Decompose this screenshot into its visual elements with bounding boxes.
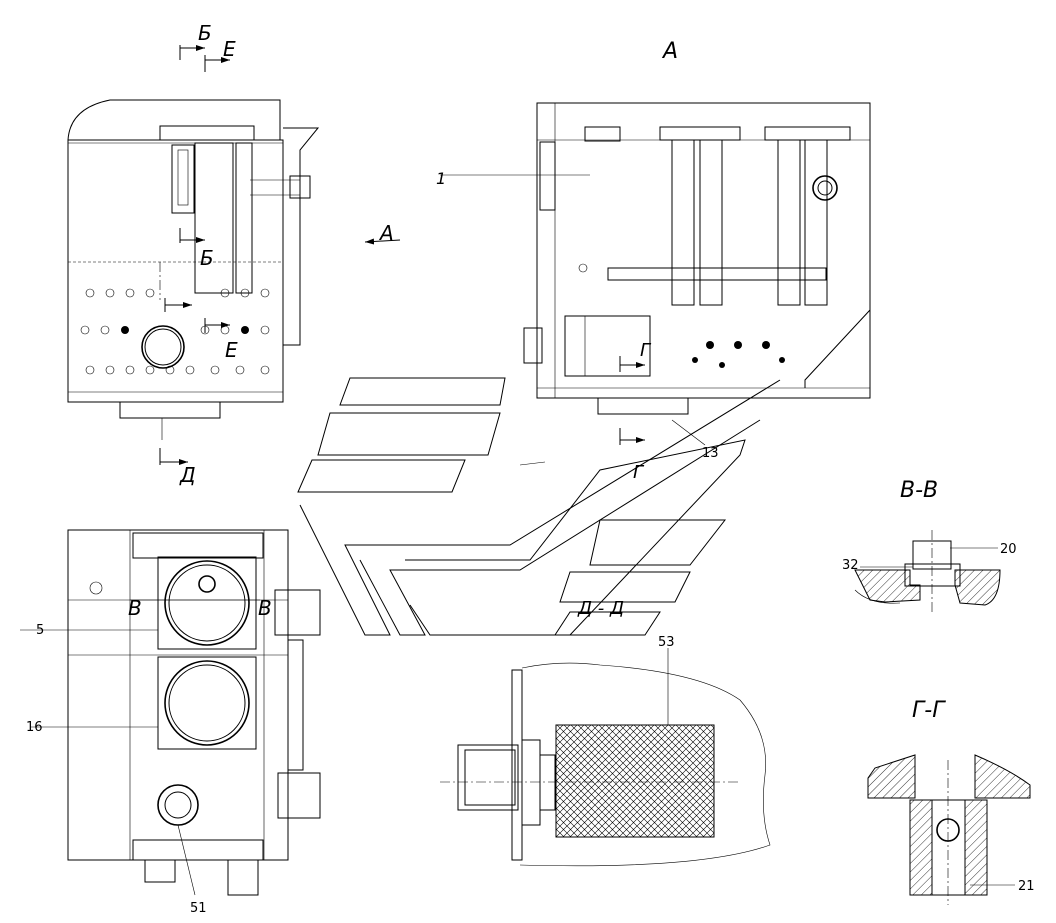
section-e-mid-label: Е bbox=[225, 338, 238, 362]
view-a-title: А bbox=[661, 39, 678, 64]
callout-51: 51 bbox=[190, 901, 207, 916]
vv-title: В-В bbox=[900, 478, 938, 503]
section-g-bottom-label: Г bbox=[633, 462, 645, 483]
section-b-mid-label: Б bbox=[200, 246, 214, 270]
section-gg bbox=[867, 754, 1031, 905]
callout-1: 1 bbox=[436, 169, 446, 188]
callout-16: 16 bbox=[26, 720, 43, 735]
callout-53: 53 bbox=[658, 635, 675, 650]
dd-section-label: Д - Д bbox=[577, 598, 624, 619]
callout-13: 13 bbox=[702, 446, 719, 461]
front-hole-grid bbox=[80, 288, 270, 375]
callout-5: 5 bbox=[36, 623, 44, 638]
front-view bbox=[67, 45, 401, 465]
view-a bbox=[440, 102, 871, 445]
plan-view bbox=[20, 529, 321, 896]
bracket-outlines bbox=[297, 377, 781, 636]
section-d-left-label: Д bbox=[179, 463, 196, 487]
section-b-top-label: Б bbox=[198, 21, 212, 45]
section-vv bbox=[854, 530, 1001, 612]
section-v-left-label: В bbox=[128, 596, 142, 620]
arrow-a-label: А bbox=[378, 221, 394, 245]
callout-20: 20 bbox=[1000, 542, 1017, 557]
section-e-top-label: Е bbox=[223, 37, 236, 61]
gg-title: Г-Г bbox=[912, 698, 946, 723]
section-g-mid-label: Г bbox=[640, 340, 652, 361]
filter-detail bbox=[440, 648, 771, 867]
section-v-right-label: В bbox=[258, 596, 272, 620]
callout-32: 32 bbox=[842, 558, 859, 573]
callout-21: 21 bbox=[1018, 879, 1035, 894]
